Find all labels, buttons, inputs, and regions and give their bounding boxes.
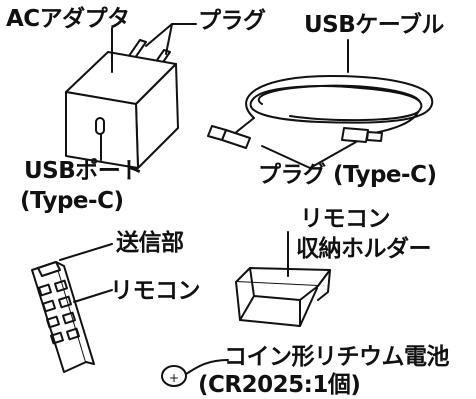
battery-drawing (161, 359, 229, 387)
label-battery-spec: (CR2025:1個) (198, 372, 361, 398)
label-ac-adapter: ACアダプタ (6, 6, 130, 32)
usb-cable-drawing (207, 39, 434, 169)
leader-lines (100, 23, 197, 161)
label-usb-port: USBポート (24, 158, 143, 184)
label-transmitter: 送信部 (116, 230, 184, 256)
battery-plus-mark: + (169, 371, 179, 385)
label-coin-battery: コイン形リチウム電池 (224, 344, 450, 370)
ac-adapter-drawing (65, 39, 179, 169)
holder-drawing (235, 231, 331, 327)
label-usb-cable: USBケーブル (304, 12, 444, 38)
label-plug-typec: プラグ (Type-C) (258, 162, 437, 188)
remote-drawing (31, 243, 113, 373)
label-remote: リモコン (110, 278, 201, 304)
label-usb-port-type: (Type-C) (20, 188, 124, 214)
label-holder-remote: リモコン (300, 206, 391, 232)
label-plug: プラグ (198, 8, 266, 34)
label-holder-name: 収納ホルダー (296, 236, 432, 262)
